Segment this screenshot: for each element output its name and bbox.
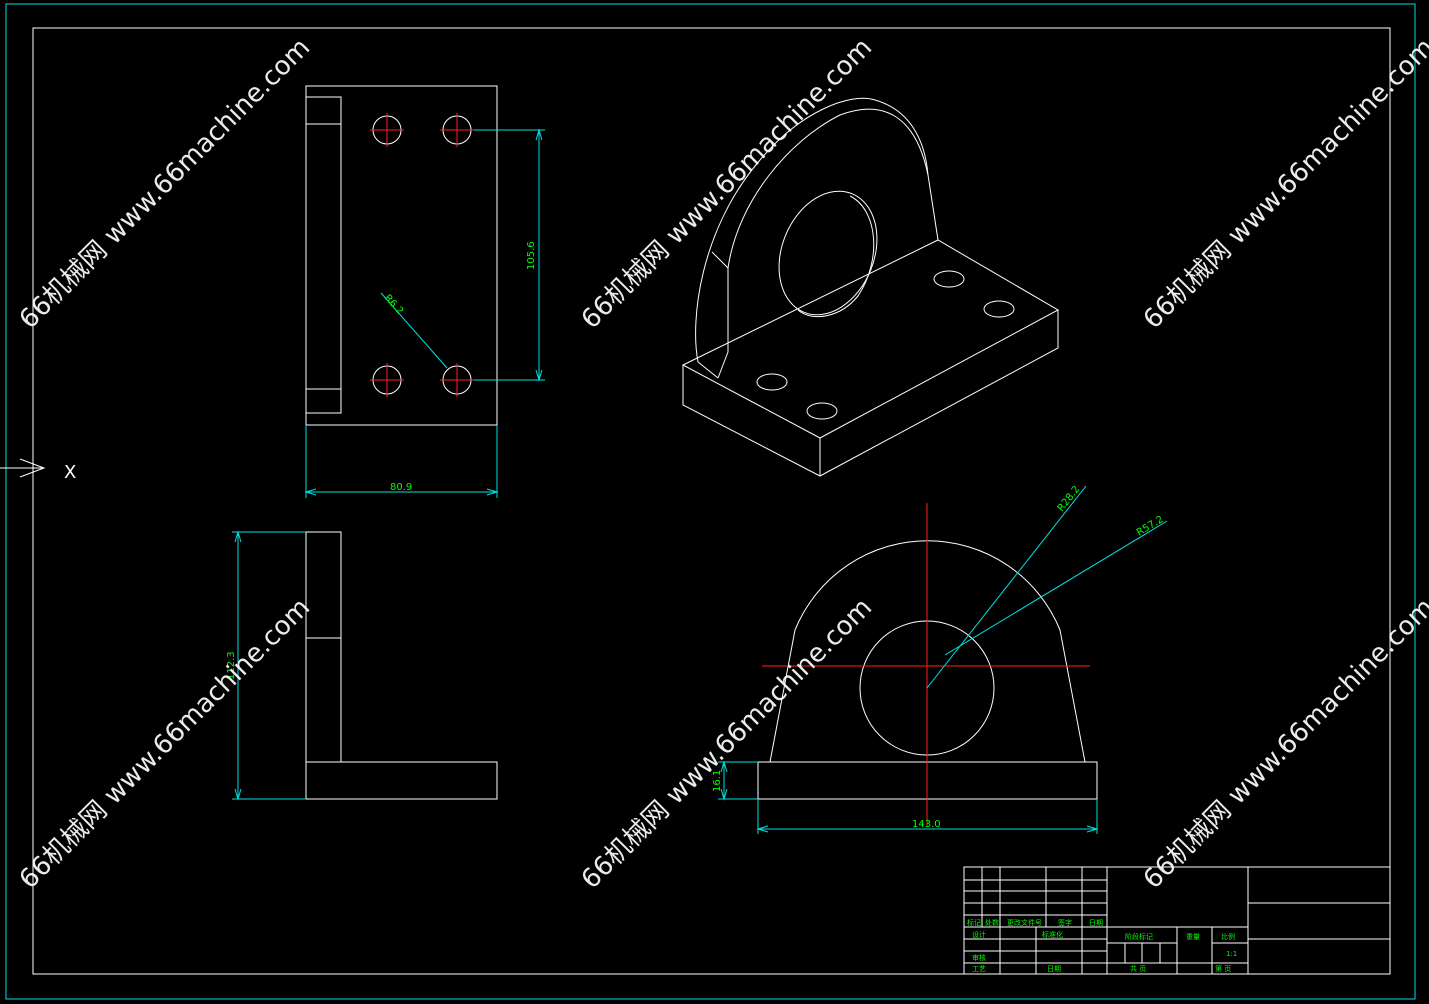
tb-signature: 签字: [1058, 918, 1072, 927]
watermarks: 66机械网 www.66machine.com 66机械网 www.66mach…: [14, 33, 1429, 895]
inner-frame: [32, 27, 1391, 975]
tb-scale: 比例: [1221, 932, 1235, 941]
dim-hole-spacing: 105.6: [526, 241, 537, 270]
title-block: 标记 处数 更改文件号 签字 日期 设计 标准化 阶段标记 重量 比例 1:1 …: [963, 866, 1391, 975]
tb-count: 处数: [985, 918, 999, 927]
tb-scale-value: 1:1: [1226, 950, 1237, 958]
watermark-text: 66机械网 www.66machine.com: [576, 33, 878, 335]
dim-outer-radius: R57.2: [1135, 514, 1166, 538]
dim-side-height: 112.3: [226, 651, 237, 680]
watermark-text: 66机械网 www.66machine.com: [14, 33, 316, 335]
tb-stage: 阶段标记: [1125, 932, 1153, 941]
outer-border: [5, 3, 1416, 1000]
watermark-text: 66机械网 www.66machine.com: [576, 593, 878, 895]
tb-process: 工艺: [972, 965, 986, 973]
front-view: R28.2 R57.2 143.0 16.1: [712, 484, 1168, 834]
dim-hole-radius: R6.2: [382, 293, 405, 317]
dim-bore-radius: R28.2: [1056, 484, 1083, 514]
ucs-icon: X: [0, 458, 76, 483]
top-view: 105.6 R6.2 80.9: [304, 85, 545, 498]
tb-change-doc: 更改文件号: [1007, 918, 1042, 927]
tb-standard: 标准化: [1042, 930, 1063, 939]
tb-weight: 重量: [1186, 933, 1200, 941]
tb-date: 日期: [1047, 965, 1061, 973]
watermark-text: 66机械网 www.66machine.com: [14, 593, 316, 895]
dim-front-width: 143.0: [912, 819, 941, 830]
tb-total-pages: 共 页: [1130, 964, 1146, 973]
dim-top-width: 80.9: [390, 482, 412, 493]
watermark-text: 66机械网 www.66machine.com: [1138, 593, 1429, 895]
tb-date-col: 日期: [1089, 919, 1103, 927]
tb-review: 审核: [972, 953, 986, 962]
axis-x-label: X: [64, 462, 76, 483]
side-view: 112.3: [226, 530, 498, 801]
dim-base-height: 16.1: [712, 770, 723, 792]
tb-page: 第 页: [1215, 964, 1231, 973]
tb-mark: 标记: [967, 918, 981, 927]
tb-design: 设计: [972, 930, 986, 939]
isometric-view: [681, 97, 1060, 477]
watermark-text: 66机械网 www.66machine.com: [1138, 33, 1429, 335]
